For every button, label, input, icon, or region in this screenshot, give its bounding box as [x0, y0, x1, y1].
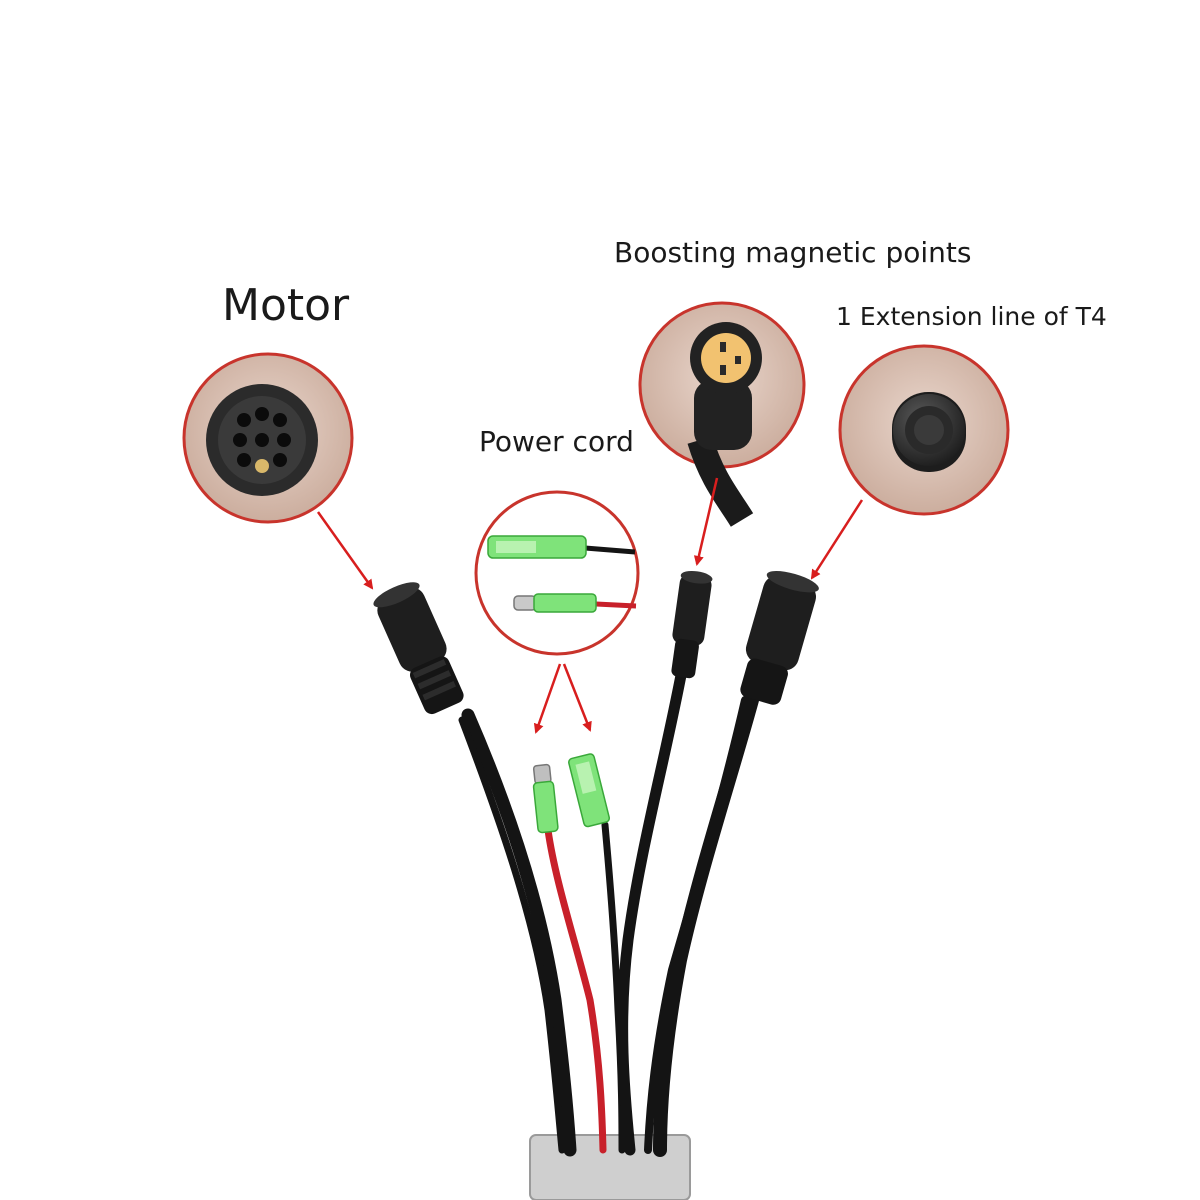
- power-terminals: [532, 753, 611, 834]
- motor-label: Motor: [222, 280, 350, 331]
- motor-arrow: [316, 511, 374, 590]
- boost-arrow: [693, 477, 719, 566]
- motor-connector: [373, 582, 464, 715]
- boost-connector: [671, 570, 713, 679]
- extension-arrow: [810, 499, 864, 580]
- extension-callout: [838, 344, 1010, 516]
- power-arrow-right: [562, 663, 592, 732]
- extension-line-label: 1 Extension line of T4: [836, 302, 1107, 331]
- motor-callout: [182, 352, 354, 524]
- extension-connector: [740, 570, 819, 705]
- boost-callout: [638, 301, 806, 527]
- power-arrow-left: [533, 663, 562, 734]
- power-cord-label: Power cord: [479, 425, 634, 458]
- cable-bundle: [458, 664, 759, 1157]
- power-callout: [474, 490, 640, 656]
- boosting-magnetic-points-label: Boosting magnetic points: [614, 236, 972, 269]
- pointer-arrows: [316, 477, 864, 734]
